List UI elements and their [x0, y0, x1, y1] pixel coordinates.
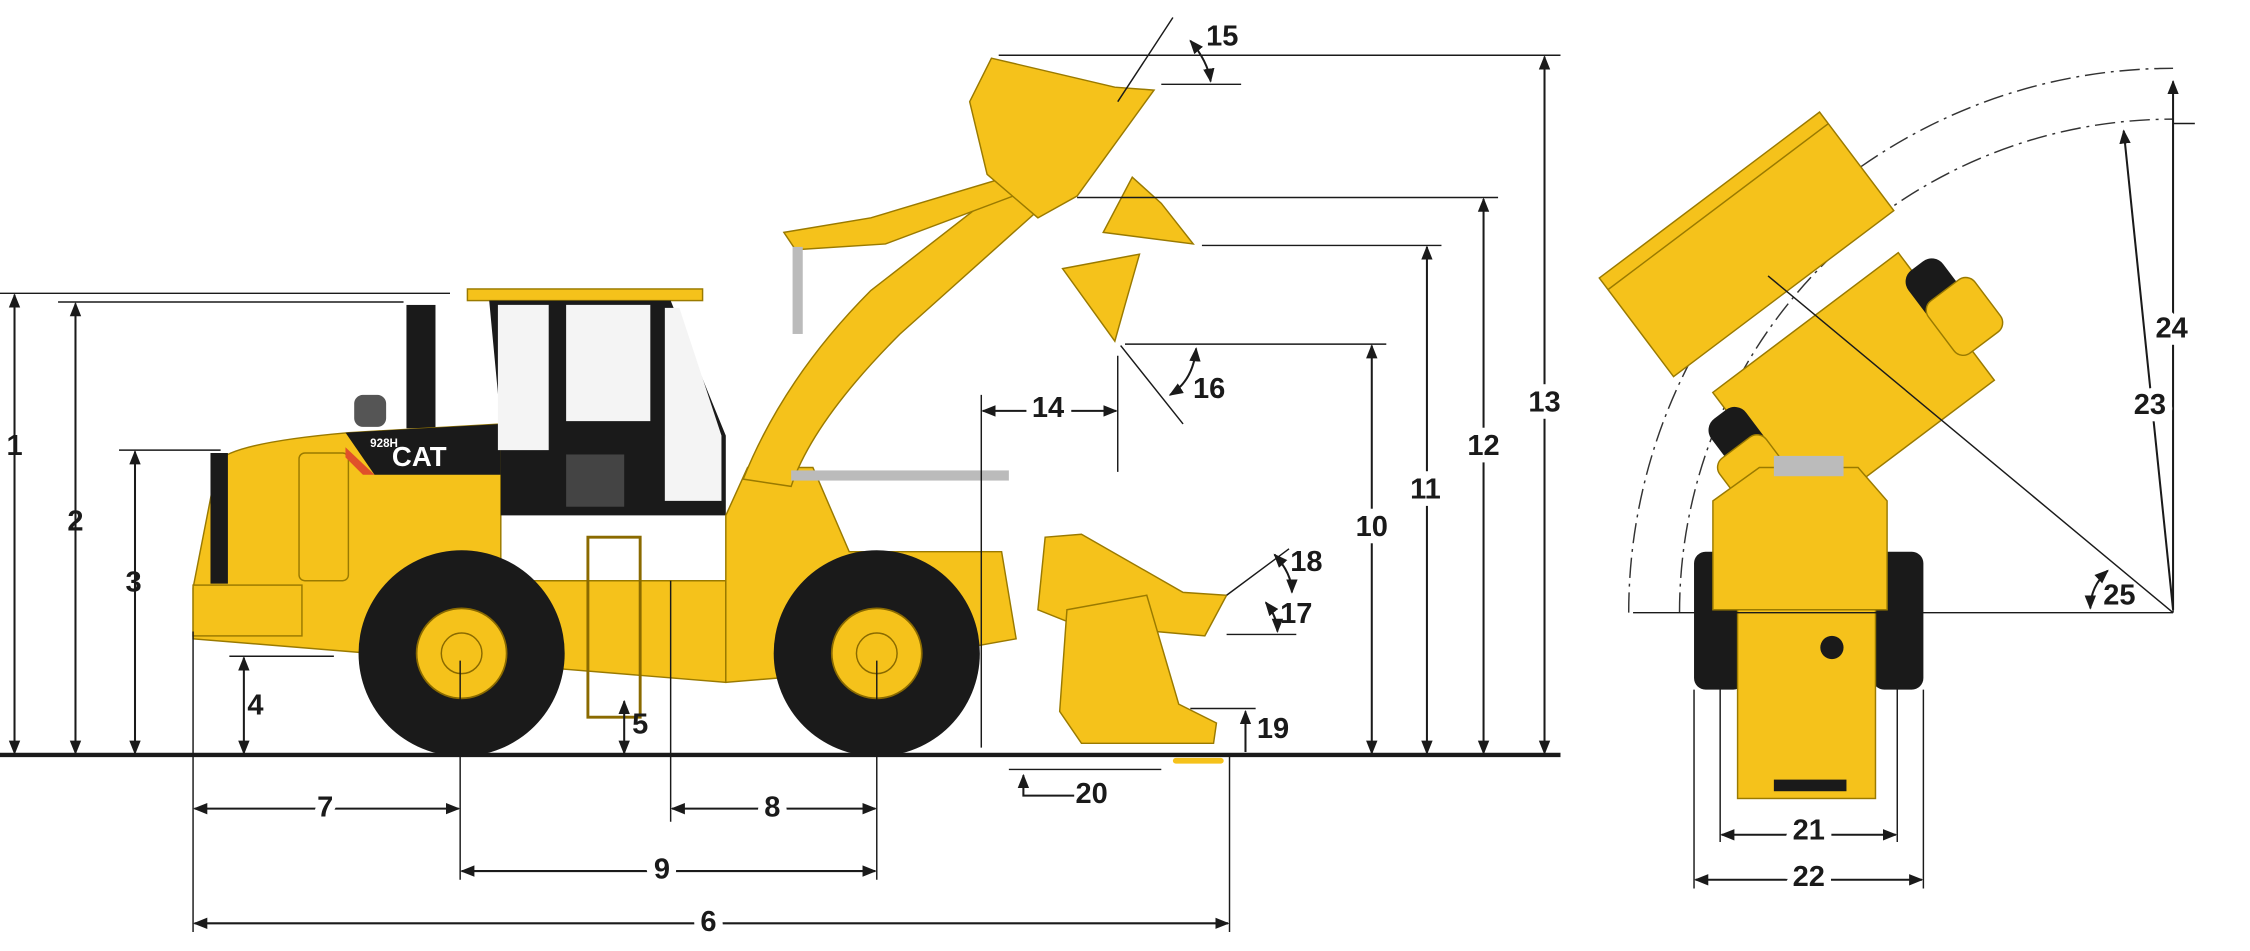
access-ladder: [586, 535, 642, 719]
dim-label-15: 15: [1206, 21, 1238, 53]
counterweight: [1736, 609, 1877, 800]
dim-label-14: 14: [1032, 392, 1064, 424]
dim-label-2: 2: [67, 505, 83, 537]
front-wheel: [773, 550, 980, 757]
model-number: 928H: [370, 437, 398, 450]
top-view-loader: [1598, 67, 2174, 800]
dim-label-25: 25: [2103, 579, 2135, 611]
side-view-loader: 928H CAT: [192, 57, 1228, 764]
dim-label-24: 24: [2155, 312, 2187, 344]
dim-label-8: 8: [764, 791, 780, 823]
ground-bucket: [1058, 594, 1218, 745]
dim-label-23: 23: [2134, 389, 2166, 421]
dim-label-20: 20: [1075, 778, 1107, 810]
dim-label-17: 17: [1280, 598, 1312, 630]
raised-bucket: [968, 57, 1156, 219]
rear-grille: [210, 453, 228, 584]
rear-bumper: [192, 584, 303, 637]
dim-label-9: 9: [654, 854, 670, 886]
dim-label-22: 22: [1793, 861, 1825, 893]
top-view-bucket: [1598, 111, 1895, 378]
dim-label-18: 18: [1290, 546, 1322, 578]
dim-label-21: 21: [1793, 815, 1825, 847]
dim-label-19: 19: [1257, 713, 1289, 745]
side-dimension-lines: [0, 17, 1561, 933]
bucket-dump-position-1: [1102, 176, 1195, 245]
cat-logo: CAT: [392, 441, 447, 472]
cat-decal: 928H CAT: [345, 423, 501, 475]
dim-label-3: 3: [125, 566, 141, 598]
top-dimension-lines: [1633, 79, 2195, 889]
rear-wheel: [358, 550, 565, 757]
tilt-cylinder: [791, 470, 1009, 481]
dim-label-13: 13: [1528, 386, 1560, 418]
dim-label-10: 10: [1356, 511, 1388, 543]
dim-label-11: 11: [1410, 473, 1441, 505]
dim-label-1: 1: [6, 430, 22, 462]
dim-label-6: 6: [700, 906, 716, 938]
operator-cab: [466, 288, 726, 516]
air-precleaner: [354, 394, 387, 427]
dim-label-16: 16: [1193, 373, 1225, 405]
access-door: [298, 452, 350, 582]
dim-label-12: 12: [1467, 430, 1499, 462]
dim-label-7: 7: [317, 791, 333, 823]
bucket-dump-position-2: [1061, 253, 1141, 343]
cutting-edge: [1172, 757, 1224, 764]
exhaust-stack: [406, 304, 436, 429]
lift-cylinder: [792, 246, 803, 334]
dim-label-4: 4: [247, 690, 263, 722]
dim-label-5: 5: [632, 709, 648, 741]
